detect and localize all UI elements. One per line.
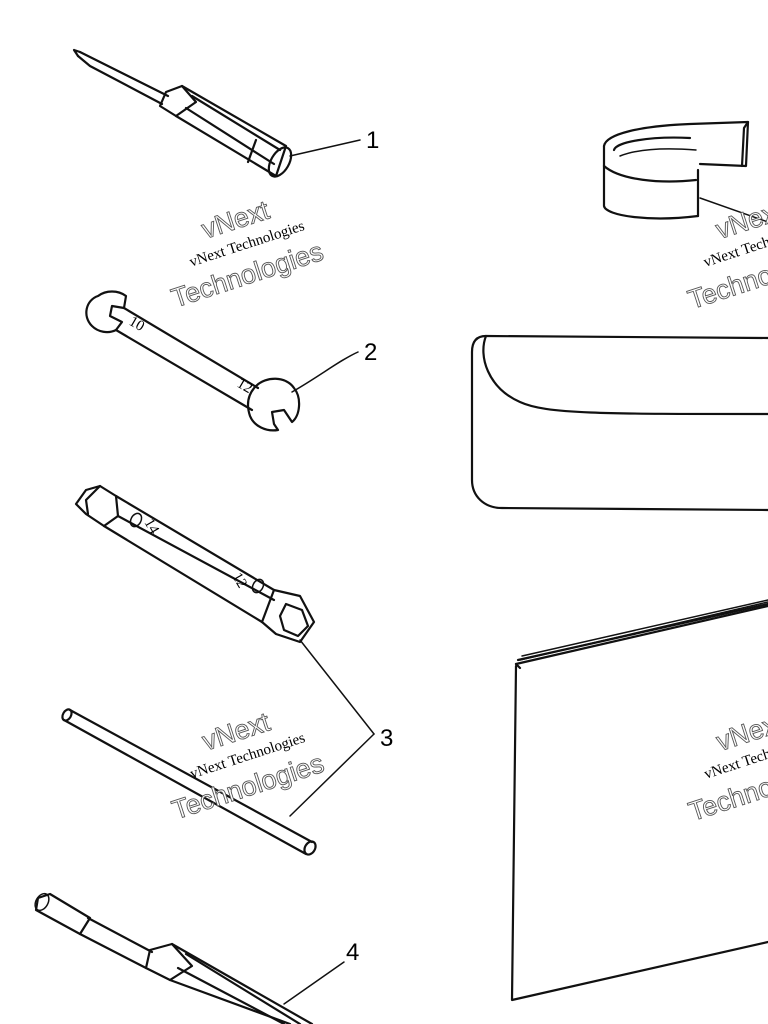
svg-text:12: 12 xyxy=(229,570,250,591)
leader-line-3a xyxy=(299,639,375,735)
tube-socket-wrench-icon: 14 12 xyxy=(74,484,316,644)
svg-text:12: 12 xyxy=(234,376,255,397)
leader-line-4 xyxy=(283,961,345,1005)
watermark-right-top: vNext vNext Technologies Technologies xyxy=(684,195,768,316)
leader-line-5 xyxy=(699,197,768,223)
callout-number-1: 1 xyxy=(366,127,379,154)
screwdriver-icon xyxy=(72,48,293,178)
svg-text:10: 10 xyxy=(126,314,147,335)
leader-line-3b xyxy=(289,733,375,817)
manual-book-icon xyxy=(510,599,768,1002)
callout-number-3: 3 xyxy=(380,725,393,752)
open-end-wrench-icon: 10 12 xyxy=(85,290,301,432)
leader-line-2 xyxy=(291,351,359,393)
svg-text:14: 14 xyxy=(141,516,163,537)
socket-screwdriver-icon xyxy=(34,892,314,1024)
tool-pouch-icon xyxy=(470,334,768,512)
tommy-bar-icon xyxy=(61,708,317,856)
callout-number-4: 4 xyxy=(346,939,359,966)
callout-number-2: 2 xyxy=(364,339,377,366)
tape-roll-icon xyxy=(602,120,750,220)
watermark-right-bottom: vNext vNext Technologies Technologies xyxy=(684,706,768,827)
leader-line-1 xyxy=(289,139,361,157)
watermark-left-top: vNext vNext Technologies Technologies xyxy=(167,194,327,314)
